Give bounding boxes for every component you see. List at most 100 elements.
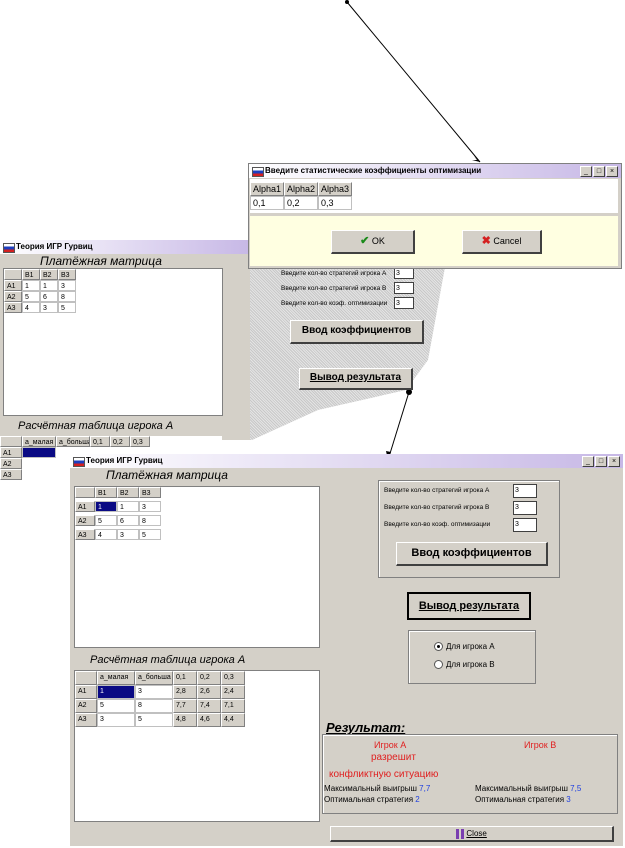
matrix-cell[interactable]: 1 bbox=[40, 280, 58, 291]
radio-player-a[interactable]: Для игрока А bbox=[434, 642, 495, 651]
flag-icon bbox=[73, 457, 85, 467]
resolve-text: разрешит bbox=[371, 752, 416, 763]
output-result-button[interactable]: Вывод результата bbox=[407, 592, 531, 620]
calc-cell[interactable]: 3 bbox=[97, 713, 135, 727]
main-window-title: Теория ИГР Гурвиц bbox=[86, 456, 163, 465]
small-input-k[interactable]: 3 bbox=[394, 297, 414, 309]
alpha-header: Alpha2 bbox=[284, 182, 318, 196]
input-strategies-a[interactable]: 3 bbox=[513, 484, 537, 498]
calc-col-header: а_больша bbox=[56, 436, 90, 447]
main-window: Теория ИГР Гурвиц _ □ × Платёжная матриц… bbox=[70, 454, 623, 846]
max-win-b: Максимальный выигрыш 7,5 bbox=[475, 784, 581, 793]
minimize-icon[interactable]: _ bbox=[580, 166, 592, 177]
calc-cell[interactable]: 4,8 bbox=[173, 713, 197, 727]
opt-strategy-b-label: Оптимальная стратегия bbox=[475, 795, 565, 804]
matrix-cell[interactable]: 3 bbox=[58, 280, 76, 291]
calc-cell-selected[interactable] bbox=[22, 447, 56, 458]
close-icon[interactable]: × bbox=[608, 456, 620, 467]
dialog-button-panel bbox=[250, 216, 618, 266]
matrix-cell[interactable]: 1 bbox=[22, 280, 40, 291]
matrix-cell[interactable]: 1 bbox=[117, 501, 139, 512]
max-win-a-value: 7,7 bbox=[419, 784, 431, 793]
matrix-cell[interactable]: 5 bbox=[22, 291, 40, 302]
main-window-titlebar[interactable]: Теория ИГР Гурвиц _ □ × bbox=[70, 454, 623, 468]
calc-row-header: A3 bbox=[0, 469, 22, 480]
calc-cell[interactable]: 2,4 bbox=[221, 685, 245, 699]
dialog-titlebar[interactable]: Введите статистические коэффициенты опти… bbox=[249, 164, 621, 178]
label-coef-count: Введите кол-во коэф. оптимизации bbox=[384, 521, 491, 528]
calc-cell[interactable]: 7,1 bbox=[221, 699, 245, 713]
alpha-value[interactable]: 0,2 bbox=[284, 196, 318, 210]
matrix-area: B1 B2 B3 A1 1 1 3 A2 5 6 8 A3 4 3 5 bbox=[74, 486, 320, 648]
minimize-icon[interactable]: _ bbox=[582, 456, 594, 467]
calc-cell[interactable]: 8 bbox=[135, 699, 173, 713]
enter-coef-button[interactable]: Ввод коэффициентов bbox=[396, 542, 548, 566]
matrix-row-header: A3 bbox=[4, 302, 22, 313]
input-strategies-b[interactable]: 3 bbox=[513, 501, 537, 515]
matrix-cell[interactable]: 5 bbox=[139, 529, 161, 540]
matrix-cell[interactable]: 5 bbox=[95, 515, 117, 526]
max-win-a: Максимальный выигрыш 7,7 bbox=[324, 784, 430, 793]
matrix-row-header: A3 bbox=[75, 529, 95, 540]
matrix-cell[interactable]: 3 bbox=[139, 501, 161, 512]
calc-cell[interactable]: 2,6 bbox=[197, 685, 221, 699]
calc-cell[interactable]: 2,8 bbox=[173, 685, 197, 699]
cancel-button[interactable]: ✖ Cancel bbox=[462, 230, 542, 254]
label-strategies-b: Введите кол-во стратегий игрока В bbox=[384, 504, 490, 511]
matrix-cell[interactable]: 3 bbox=[117, 529, 139, 540]
calc-cell[interactable]: 7,4 bbox=[197, 699, 221, 713]
player-a-heading: Игрок А bbox=[374, 740, 407, 750]
matrix-cell[interactable]: 6 bbox=[40, 291, 58, 302]
result-group bbox=[322, 734, 618, 814]
matrix-cell[interactable]: 4 bbox=[95, 529, 117, 540]
maximize-icon[interactable]: □ bbox=[593, 166, 605, 177]
calc-cell[interactable]: 3 bbox=[135, 685, 173, 699]
matrix-cell[interactable]: 8 bbox=[139, 515, 161, 526]
matrix-cell[interactable]: 5 bbox=[58, 302, 76, 313]
calc-cell[interactable]: 4,6 bbox=[197, 713, 221, 727]
close-icon[interactable]: × bbox=[606, 166, 618, 177]
radio-player-a-label: Для игрока А bbox=[446, 642, 495, 651]
opt-strategy-a-value: 2 bbox=[415, 795, 420, 804]
small-result-button[interactable]: Вывод результата bbox=[299, 368, 413, 390]
radio-player-b-label: Для игрока В bbox=[446, 660, 495, 669]
calc-cell[interactable]: 4,4 bbox=[221, 713, 245, 727]
calc-col-header: 0,2 bbox=[110, 436, 130, 447]
cross-icon: ✖ bbox=[481, 235, 491, 247]
player-b-heading: Игрок В bbox=[524, 740, 557, 750]
maximize-icon[interactable]: □ bbox=[595, 456, 607, 467]
matrix-cell[interactable]: 8 bbox=[58, 291, 76, 302]
calc-col-header: а_малая bbox=[22, 436, 56, 447]
close-label: Close bbox=[466, 829, 487, 838]
matrix-cell-selected[interactable]: 1 bbox=[95, 501, 117, 512]
result-title: Результат: bbox=[326, 720, 406, 735]
matrix-cell[interactable]: 6 bbox=[117, 515, 139, 526]
small-input-b[interactable]: 3 bbox=[394, 282, 414, 294]
close-button[interactable]: Close bbox=[330, 826, 614, 842]
small-calc-title: Расчётная таблица игрока А bbox=[18, 420, 174, 432]
matrix-cell[interactable]: 4 bbox=[22, 302, 40, 313]
calc-cell[interactable]: 7,7 bbox=[173, 699, 197, 713]
matrix-corner bbox=[75, 487, 95, 498]
alpha-value[interactable]: 0,1 bbox=[250, 196, 284, 210]
dialog-title: Введите статистические коэффициенты опти… bbox=[265, 166, 482, 175]
matrix-row-header: A2 bbox=[75, 515, 95, 526]
small-coef-button[interactable]: Ввод коэффициентов bbox=[290, 320, 424, 344]
calc-cell-selected[interactable]: 1 bbox=[97, 685, 135, 699]
calc-cell[interactable]: 5 bbox=[135, 713, 173, 727]
input-coef-count[interactable]: 3 bbox=[513, 518, 537, 532]
matrix-cell[interactable]: 3 bbox=[40, 302, 58, 313]
calc-cell[interactable]: 5 bbox=[97, 699, 135, 713]
calc-row-header: A2 bbox=[0, 458, 22, 469]
calc-col-header: а_малая bbox=[97, 671, 135, 685]
opt-strategy-b-value: 3 bbox=[566, 795, 571, 804]
ok-button[interactable]: ✔ OK bbox=[331, 230, 415, 254]
matrix-corner bbox=[4, 269, 22, 280]
calc-col-header: 0,3 bbox=[130, 436, 150, 447]
radio-player-b[interactable]: Для игрока В bbox=[434, 660, 495, 669]
door-icon bbox=[456, 828, 465, 839]
matrix-row-header: A1 bbox=[4, 280, 22, 291]
alpha-value[interactable]: 0,3 bbox=[318, 196, 352, 210]
small-window-titlebar[interactable]: Теория ИГР Гурвиц bbox=[0, 240, 250, 254]
matrix-col-header: B2 bbox=[40, 269, 58, 280]
